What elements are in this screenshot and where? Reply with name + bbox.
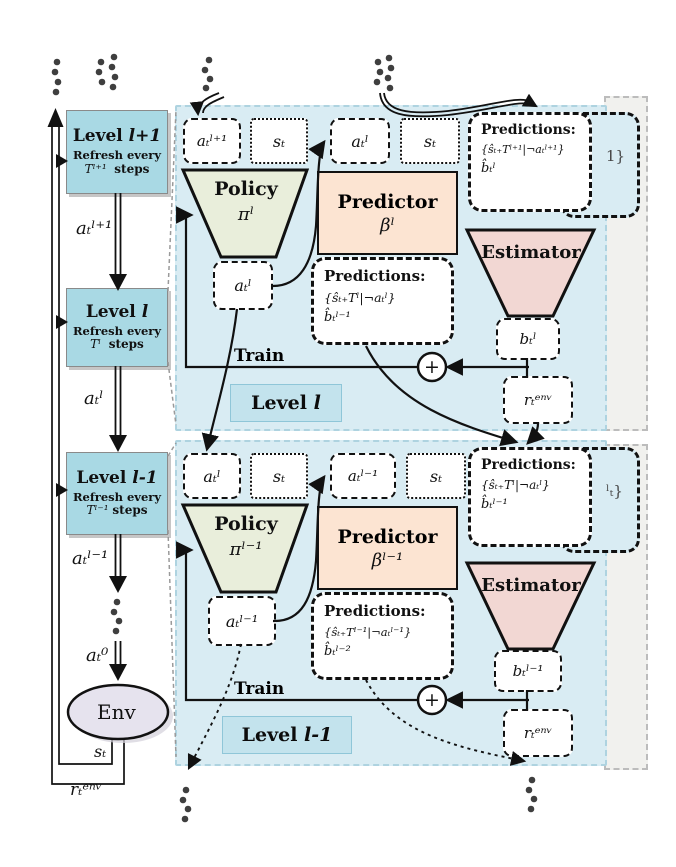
- output-action-box-bottom: aₜˡ⁻¹: [330, 453, 396, 499]
- level-l-1-steps: Tˡ⁻¹ steps: [86, 503, 148, 518]
- peek-fragment-top: 1}: [606, 147, 626, 165]
- action-arrow-l-1-down: [114, 534, 122, 578]
- action-arrow-l-to-l-1: [114, 366, 122, 436]
- level-l+1-title: Level l+1: [72, 126, 162, 147]
- action-label-l-1: aₜˡ⁻¹: [72, 548, 109, 569]
- policy-output-box-bottom: aₜˡ⁻¹: [208, 596, 276, 646]
- input-state-box-top: sₜ: [250, 118, 308, 164]
- level-l-refresh: Refresh every: [72, 323, 162, 338]
- env-reward-box-top: rₜᵉⁿᵛ: [503, 376, 573, 424]
- level-l-1-refresh: Refresh every: [72, 489, 162, 504]
- level-l+1-refresh: Refresh every: [72, 148, 162, 162]
- env-reward-box-bottom: rₜᵉⁿᵛ: [503, 709, 573, 757]
- action-label-l: aₜˡ: [84, 388, 104, 409]
- env-node-label: Env: [97, 700, 136, 724]
- policy-output-box-top: aₜˡ: [213, 261, 273, 310]
- panel-label-level-l: Level l: [230, 384, 342, 422]
- level-l-title: Level l: [85, 301, 149, 322]
- estimator-output-box-top: bₜˡ: [496, 318, 560, 360]
- input-action-box-bottom: aₜˡ: [183, 453, 241, 499]
- output-state-box-top: sₜ: [400, 118, 460, 164]
- estimator-label-top: Estimator: [481, 242, 581, 263]
- arrowhead: [109, 435, 127, 452]
- output-state-box-bottom: sₜ: [406, 453, 466, 499]
- level-l-1-box: Level l-1 Refresh every Tˡ⁻¹ steps: [66, 452, 168, 535]
- train-label-bottom: Train: [234, 679, 285, 699]
- loop-up-arrowhead: [47, 108, 64, 127]
- predictions-box-right-bottom: Predictions: {ŝₜ₊Tˡ|¬aₜˡ} b̂ₜˡ⁻¹: [468, 447, 592, 547]
- predictions-box-mid-bottom: Predictions: {ŝₜ₊Tˡ⁻¹|¬aₜˡ⁻¹} b̂ₜˡ⁻²: [311, 592, 454, 680]
- output-action-box-top: aₜˡ: [330, 118, 390, 164]
- action-label-0: aₜ⁰: [86, 645, 109, 666]
- action-arrow-l+1-to-l: [114, 193, 122, 276]
- predictor-box-top: Predictor βˡ: [317, 171, 458, 255]
- train-label-top: Train: [234, 346, 285, 366]
- estimator-label-bottom: Estimator: [481, 575, 581, 596]
- estimator-output-box-bottom: bₜˡ⁻¹: [494, 650, 562, 692]
- policy-label-top: Policy πˡ: [214, 178, 278, 225]
- arrowhead: [109, 664, 127, 681]
- action-arrow-0-to-env: [114, 641, 122, 666]
- level-l+1-box: Level l+1 Refresh every Tˡ⁺¹ steps: [66, 110, 168, 194]
- predictions-box-mid-top: Predictions: {ŝₜ₊Tˡ|¬aₜˡ} b̂ₜˡ⁻¹: [311, 257, 454, 345]
- policy-label-bottom: Policy πˡ⁻¹: [214, 513, 278, 560]
- level-l-steps: Tˡ steps: [90, 337, 144, 352]
- input-action-box-top: aₜˡ⁺¹: [183, 118, 241, 164]
- arrowhead: [109, 576, 127, 593]
- input-state-box-bottom: sₜ: [250, 453, 308, 499]
- peek-fragment-bottom: ˡₜ}: [606, 482, 623, 500]
- level-l-box: Level l Refresh every Tˡ steps: [66, 288, 168, 367]
- action-label-l+1: aₜˡ⁺¹: [76, 218, 113, 239]
- predictor-box-bottom: Predictor βˡ⁻¹: [317, 506, 458, 590]
- level-l+1-steps: Tˡ⁺¹ steps: [84, 161, 150, 176]
- reward-feedback-label: rₜᵉⁿᵛ: [70, 780, 103, 800]
- predictions-box-right-top: Predictions: {ŝₜ₊Tˡ⁺¹|¬aₜˡ⁺¹} b̂ₜˡ: [468, 112, 592, 212]
- state-feedback-label: sₜ: [94, 742, 107, 761]
- sum-symbol-top: +: [424, 356, 440, 378]
- sum-symbol-bottom: +: [424, 689, 440, 711]
- level-l-1-title: Level l-1: [76, 467, 158, 488]
- panel-label-level-l-1: Level l-1: [222, 716, 352, 754]
